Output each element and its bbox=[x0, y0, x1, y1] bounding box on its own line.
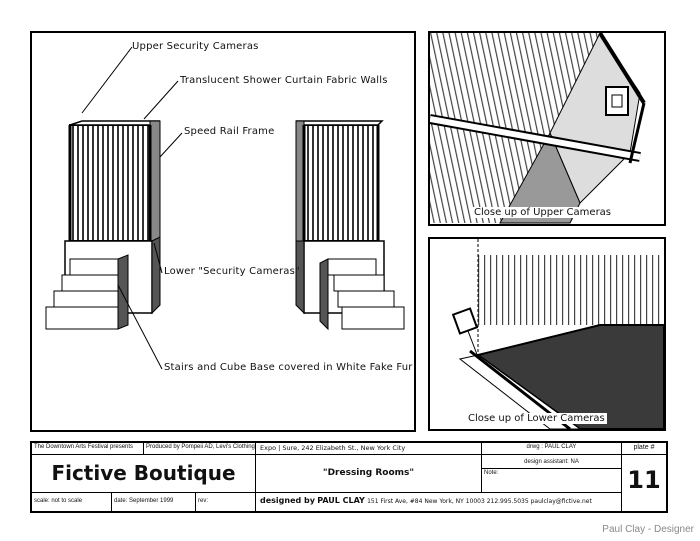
boutique-title: Fictive Boutique bbox=[32, 455, 256, 493]
producer-cell: Produced by Pompeii AD, Levi's Clothing bbox=[144, 443, 256, 455]
leader-lines bbox=[81, 46, 183, 370]
dressing-rooms-subtitle: "Dressing Rooms" bbox=[256, 455, 482, 493]
upper-camera-icon bbox=[605, 86, 629, 116]
expo-cell: Expo | Sure, 242 Elizabeth St., New York… bbox=[256, 443, 482, 455]
plate-label: plate # bbox=[622, 443, 666, 455]
festival-cell: The Downtown Arts Festival presents bbox=[32, 443, 144, 455]
designed-by-prefix: designed by bbox=[260, 496, 315, 505]
note-cell: Note: bbox=[482, 469, 622, 493]
designer-contact: 151 First Ave, #84 New York, NY 10003 21… bbox=[367, 498, 592, 505]
upper-closeup-panel: Close up of Upper Cameras bbox=[428, 31, 666, 226]
dressing-room-elevation bbox=[45, 46, 405, 370]
caption-lower-closeup: Close up of Lower Cameras bbox=[466, 413, 607, 424]
designer-name: PAUL CLAY bbox=[317, 496, 365, 505]
lower-closeup-panel: Close up of Lower Cameras bbox=[428, 237, 666, 431]
left-booth bbox=[45, 120, 161, 330]
label-shower-walls: Translucent Shower Curtain Fabric Walls bbox=[180, 75, 388, 86]
label-upper-cameras: Upper Security Cameras bbox=[132, 41, 259, 52]
plate-number: 11 bbox=[627, 466, 661, 494]
drawing-cell: drwg : PAUL CLAY bbox=[482, 443, 622, 455]
main-drawing-panel: Upper Security Cameras Translucent Showe… bbox=[30, 31, 416, 432]
right-booth bbox=[295, 120, 405, 331]
scale-cell: scale: not to scale bbox=[32, 493, 112, 511]
designer-footer: Paul Clay - Designer bbox=[602, 524, 694, 535]
lower-camera-icon bbox=[451, 307, 479, 335]
caption-upper-closeup: Close up of Upper Cameras bbox=[472, 207, 614, 218]
date-cell: date: September 1999 bbox=[112, 493, 196, 511]
designed-by-cell: designed by PAUL CLAY 151 First Ave, #84… bbox=[256, 493, 622, 511]
upper-cameras-drawing bbox=[430, 33, 646, 224]
label-lower-cameras: Lower "Security Cameras" bbox=[164, 266, 300, 277]
lower-cameras-drawing bbox=[451, 239, 664, 429]
label-stairs: Stairs and Cube Base covered in White Fa… bbox=[164, 362, 413, 373]
label-speed-rail: Speed Rail Frame bbox=[184, 126, 275, 137]
rev-cell: rev: bbox=[196, 493, 256, 511]
design-assistant-cell: design assistant: NA bbox=[482, 455, 622, 469]
title-block: The Downtown Arts Festival presents Prod… bbox=[30, 441, 668, 513]
